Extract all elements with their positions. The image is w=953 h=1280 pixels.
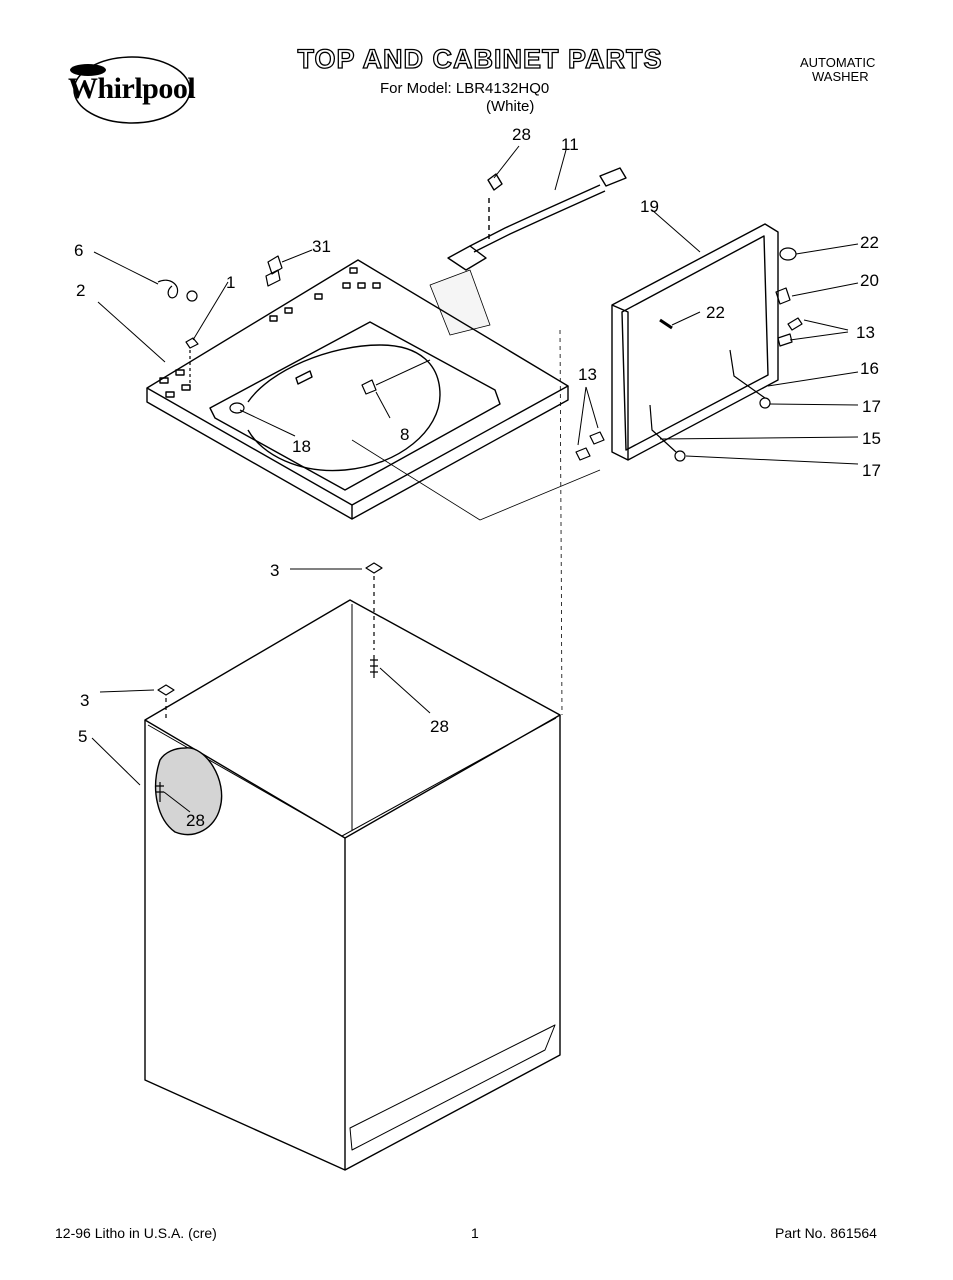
page-title: TOP AND CABINET PARTS [297, 43, 663, 74]
callout-8: 8 [400, 425, 409, 444]
callout-17: 17 [862, 397, 881, 416]
whirlpool-logo [60, 50, 210, 132]
top-panel [146, 259, 601, 521]
lid-switch-harness [447, 167, 627, 271]
callout-3: 3 [270, 561, 279, 580]
callout-11: 11 [561, 135, 579, 154]
product-category-line1: AUTOMATIC [800, 55, 876, 70]
brand-name: Whirlpool [68, 72, 196, 105]
model-number: For Model: LBR4132HQ0 [380, 80, 550, 97]
footer-part-number: Part No. 861564 [775, 1225, 877, 1241]
callout-28: 28 [430, 717, 449, 736]
callout-17: 17 [862, 461, 881, 480]
callout-19: 19 [640, 197, 659, 216]
callout-28: 28 [512, 125, 531, 144]
callout-15: 15 [862, 429, 881, 448]
callout-1: 1 [226, 273, 235, 292]
callout-22: 22 [706, 303, 725, 322]
callout-16: 16 [860, 359, 879, 378]
callout-5: 5 [78, 727, 87, 746]
callout-31: 31 [312, 237, 331, 256]
callout-28: 28 [186, 811, 205, 830]
cabinet [144, 329, 563, 1171]
callout-13: 13 [856, 323, 875, 342]
footer-page-number: 1 [471, 1225, 479, 1241]
leader-lines [91, 145, 859, 813]
callout-20: 20 [860, 271, 879, 290]
callout-18: 18 [292, 437, 311, 456]
model-color: (White) [486, 98, 535, 115]
callout-3: 3 [80, 691, 89, 710]
product-category-line2: WASHER [812, 69, 869, 84]
callout-2: 2 [76, 281, 85, 300]
callout-22: 22 [860, 233, 879, 252]
callout-6: 6 [74, 241, 83, 260]
small-parts [156, 247, 803, 802]
callout-13: 13 [578, 365, 597, 384]
front-trim-frame [611, 223, 779, 461]
footer-print-info: 12-96 Litho in U.S.A. (cre) [55, 1225, 217, 1241]
